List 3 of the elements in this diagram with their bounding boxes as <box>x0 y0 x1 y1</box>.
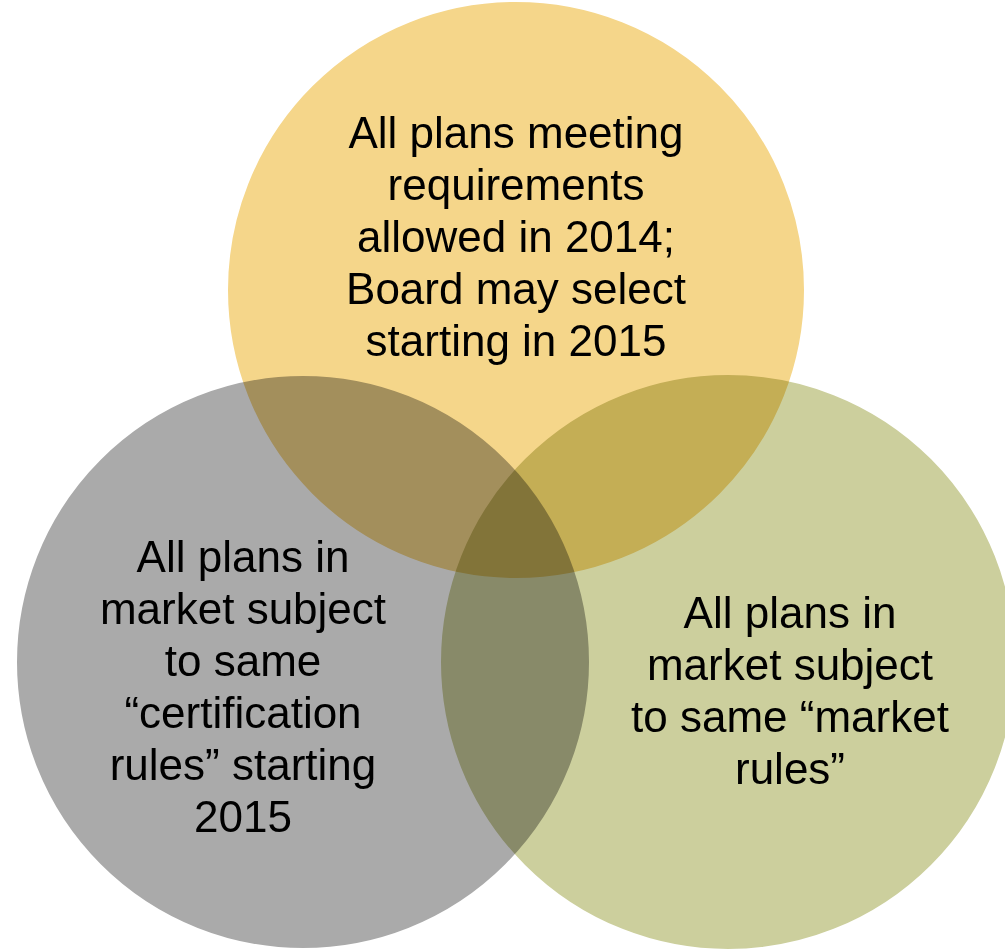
circle-label: All plans meeting requirements allowed in 2014; Board may select starting in 2015 <box>345 107 687 367</box>
circle-label: All plans in market subject to same “market rules” <box>630 587 950 795</box>
circle-label: All plans in market subject to same “certification rules” starting 2015 <box>98 531 388 843</box>
